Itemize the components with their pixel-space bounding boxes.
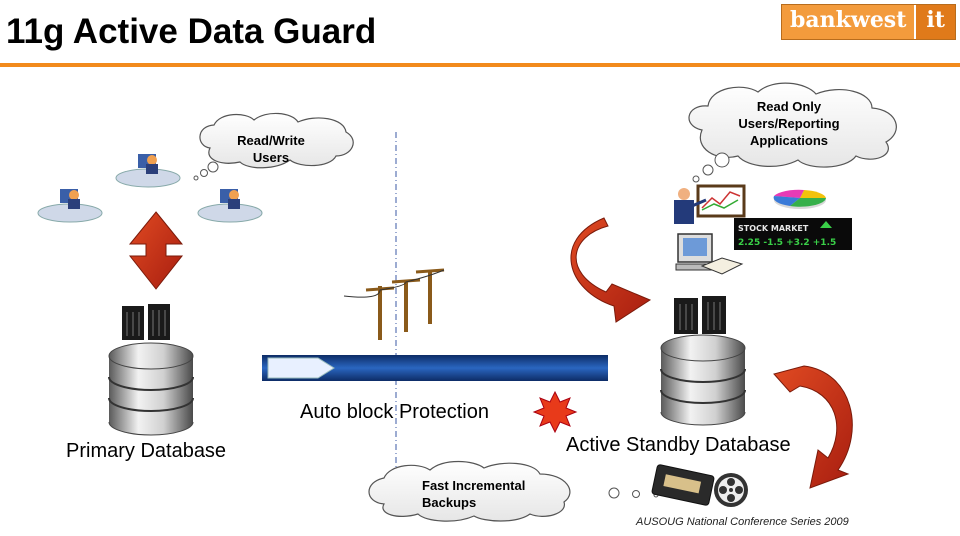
cloud-line: Read Only: [756, 99, 822, 114]
standby-database-label: Active Standby Database: [566, 434, 791, 456]
cloud-line: Backups: [422, 495, 477, 510]
backups-cloud-text: Fast Incremental Backups: [422, 477, 572, 511]
logo-text-left: bankwest: [782, 5, 915, 39]
read-only-arrow: [570, 217, 652, 323]
starburst-icon: [532, 390, 578, 434]
read-write-cloud-text: Read/Write Users: [208, 132, 334, 166]
stock-ticker-icon: STOCK MARKET 2.25 -1.5 +3.2 +1.5: [734, 218, 852, 250]
backup-arrow: [773, 365, 853, 489]
user-workstation-icon: [197, 189, 263, 223]
read-only-cloud-text: Read Only Users/Reporting Applications: [716, 98, 862, 149]
backups-cloud: [368, 460, 659, 522]
bankwest-logo: bankwest it: [781, 4, 956, 40]
cloud-line: Fast Incremental: [422, 478, 526, 493]
cloud-line: Users: [252, 150, 290, 165]
auto-block-label: Auto block Protection: [300, 401, 489, 423]
cloud-line: Read/Write: [237, 133, 305, 148]
slide-title: 11g Active Data Guard: [6, 12, 377, 51]
title-underline: [0, 63, 960, 67]
cloud-line: Users/Reporting: [738, 116, 840, 131]
read-write-arrow: [128, 211, 184, 290]
read-write-cloud: [193, 112, 354, 181]
tape-cassette-icon: [651, 464, 715, 506]
standby-database-icon: [660, 334, 746, 426]
cloud-line: Applications: [749, 133, 828, 148]
primary-database-icon: [108, 342, 194, 436]
primary-database-label: Primary Database: [66, 440, 227, 462]
pie-chart-icon: [773, 189, 826, 209]
footer-text: AUSOUG National Conference Series 2009: [636, 516, 849, 528]
server-rack-icon: [122, 304, 170, 340]
redo-transport-band: [262, 355, 608, 381]
power-poles-icon: [343, 268, 445, 340]
user-workstation-icon: [37, 189, 103, 223]
read-only-cloud: [688, 82, 897, 183]
server-rack-icon: [674, 296, 726, 334]
ticker-heading: STOCK MARKET: [738, 224, 809, 233]
computer-book-icon: [675, 233, 744, 275]
logo-text-right: it: [914, 5, 955, 39]
user-workstation-icon: [115, 154, 181, 188]
presenter-chart-icon: [674, 184, 746, 224]
film-reel-icon: [714, 473, 748, 507]
ticker-values: 2.25 -1.5 +3.2 +1.5: [738, 238, 836, 248]
